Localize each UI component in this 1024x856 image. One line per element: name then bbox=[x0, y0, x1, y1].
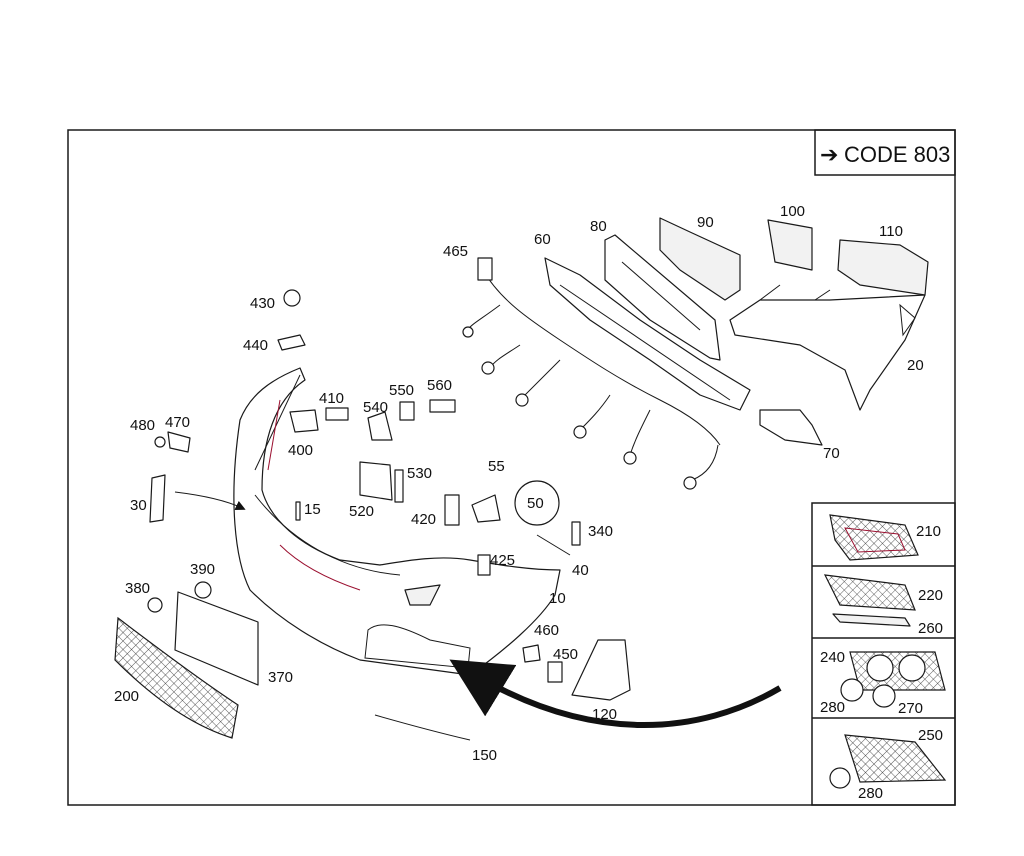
bracket-120 bbox=[571, 639, 631, 701]
bracket-100 bbox=[767, 219, 813, 271]
clip-15 bbox=[295, 501, 301, 521]
bracket-530 bbox=[394, 469, 404, 503]
callout-260: 260 bbox=[918, 620, 943, 637]
code-box: ➔ CODE 803 bbox=[814, 129, 956, 176]
callout-200: 200 bbox=[114, 688, 139, 705]
impact-absorber bbox=[544, 257, 751, 411]
callout-250: 250 bbox=[918, 727, 943, 744]
callout-280a: 280 bbox=[820, 699, 845, 716]
small-hardware bbox=[147, 289, 631, 701]
sensor-470 bbox=[167, 431, 191, 453]
screw-450 bbox=[547, 661, 563, 683]
callout-50: 50 bbox=[527, 495, 544, 512]
code-label: CODE 803 bbox=[844, 142, 950, 167]
callout-120: 120 bbox=[592, 706, 617, 723]
screw-430 bbox=[283, 289, 301, 307]
bracket-70 bbox=[759, 409, 823, 446]
callout-540: 540 bbox=[363, 399, 388, 416]
ring-480 bbox=[154, 436, 166, 448]
clip-340 bbox=[571, 521, 581, 546]
screw-410 bbox=[325, 407, 349, 421]
part-400 bbox=[289, 409, 319, 433]
clip-550 bbox=[399, 401, 415, 421]
callout-440: 440 bbox=[243, 337, 268, 354]
callout-560: 560 bbox=[427, 377, 452, 394]
bracket-110 bbox=[837, 239, 929, 296]
screw-380 bbox=[147, 597, 163, 613]
callout-15: 15 bbox=[304, 501, 321, 518]
callout-150: 150 bbox=[472, 747, 497, 764]
callout-210: 210 bbox=[916, 523, 941, 540]
wiring-harness bbox=[462, 257, 721, 490]
clip-425 bbox=[477, 554, 491, 576]
variant-panels: 210 220 260 240 270 280 250 280 bbox=[811, 502, 956, 806]
callout-390: 390 bbox=[190, 561, 215, 578]
trim-strip bbox=[374, 714, 471, 741]
screw-420 bbox=[444, 494, 460, 526]
crossmember bbox=[604, 234, 721, 361]
screw-560 bbox=[429, 399, 456, 413]
callout-370: 370 bbox=[268, 669, 293, 686]
callout-410: 410 bbox=[319, 390, 344, 407]
cover-30 bbox=[149, 474, 166, 523]
callout-400: 400 bbox=[288, 442, 313, 459]
callout-520: 520 bbox=[349, 503, 374, 520]
callout-425: 425 bbox=[490, 552, 515, 569]
callout-60: 60 bbox=[534, 231, 551, 248]
callout-10: 10 bbox=[549, 590, 566, 607]
bumper-cover bbox=[233, 367, 561, 676]
trim-strip-40 bbox=[536, 534, 571, 556]
callout-430: 430 bbox=[250, 295, 275, 312]
callout-530: 530 bbox=[407, 465, 432, 482]
callout-465: 465 bbox=[443, 243, 468, 260]
callout-240: 240 bbox=[820, 649, 845, 666]
variant-grille-210: 210 bbox=[829, 514, 941, 561]
callouts: 10 15 20 30 40 50 55 60 70 80 90 100 110… bbox=[114, 203, 924, 764]
callout-420: 420 bbox=[411, 511, 436, 528]
callout-340: 340 bbox=[588, 523, 613, 540]
callout-220: 220 bbox=[918, 587, 943, 604]
lower-grille bbox=[114, 616, 239, 739]
code-arrow: ➔ bbox=[820, 142, 838, 167]
variant-grille-220: 220 260 bbox=[823, 574, 943, 637]
callout-70: 70 bbox=[823, 445, 840, 462]
callout-550: 550 bbox=[389, 382, 414, 399]
module-520 bbox=[359, 461, 393, 501]
leader-30 bbox=[174, 491, 246, 510]
callout-80: 80 bbox=[590, 218, 607, 235]
clip-440 bbox=[277, 334, 306, 351]
callout-270: 270 bbox=[898, 700, 923, 717]
part-55 bbox=[471, 494, 501, 523]
callout-460: 460 bbox=[534, 622, 559, 639]
washer-390 bbox=[194, 581, 212, 599]
part-540 bbox=[367, 411, 393, 441]
leader-120 bbox=[449, 659, 782, 728]
variant-grille-240: 240 270 280 bbox=[820, 649, 946, 717]
variant-grille-250: 250 280 bbox=[829, 727, 947, 802]
callout-110: 110 bbox=[879, 223, 903, 240]
circle-50 bbox=[514, 480, 560, 526]
callout-55: 55 bbox=[488, 458, 505, 475]
callout-40: 40 bbox=[572, 562, 589, 579]
bumper-carrier bbox=[729, 284, 926, 411]
callout-30: 30 bbox=[130, 497, 147, 514]
license-plate-holder bbox=[174, 591, 259, 686]
callout-380: 380 bbox=[125, 580, 150, 597]
bracket-90 bbox=[659, 217, 741, 301]
callout-280b: 280 bbox=[858, 785, 883, 802]
callout-90: 90 bbox=[697, 214, 714, 231]
clip-460 bbox=[522, 644, 541, 663]
callout-470: 470 bbox=[165, 414, 190, 431]
callout-480: 480 bbox=[130, 417, 155, 434]
callout-450: 450 bbox=[553, 646, 578, 663]
diagram-frame bbox=[67, 129, 956, 806]
callout-100: 100 bbox=[780, 203, 805, 220]
callout-20: 20 bbox=[907, 357, 924, 374]
